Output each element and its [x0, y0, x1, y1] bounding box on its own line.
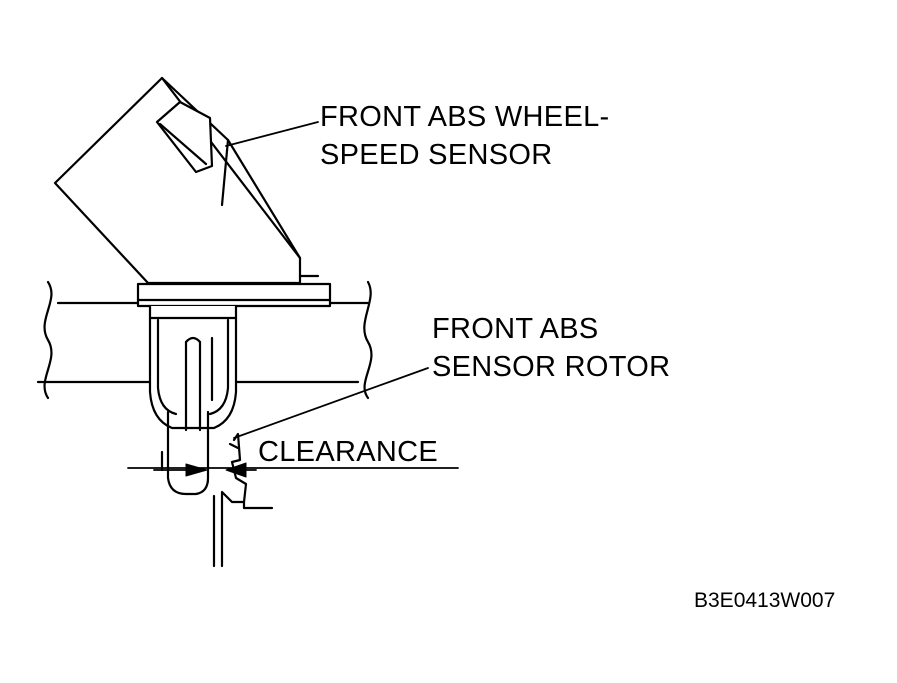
figure-code: B3E0413W007 — [694, 589, 836, 612]
clearance-dimension — [127, 462, 459, 483]
sensor-shank — [148, 304, 238, 432]
knuckle-outline — [36, 280, 373, 400]
label-clearance: CLEARANCE — [258, 436, 438, 468]
leader-lines — [225, 121, 429, 439]
sensor-tip — [160, 410, 210, 496]
label-sensor-line2: SPEED SENSOR — [320, 139, 553, 171]
label-sensor-line1: FRONT ABS WHEEL- — [320, 101, 610, 133]
sensor-rotor — [212, 432, 274, 568]
label-rotor-line2: SENSOR ROTOR — [432, 351, 671, 383]
label-rotor-line1: FRONT ABS — [432, 313, 599, 345]
sensor-flange — [136, 282, 332, 308]
sensor-body — [53, 76, 320, 285]
